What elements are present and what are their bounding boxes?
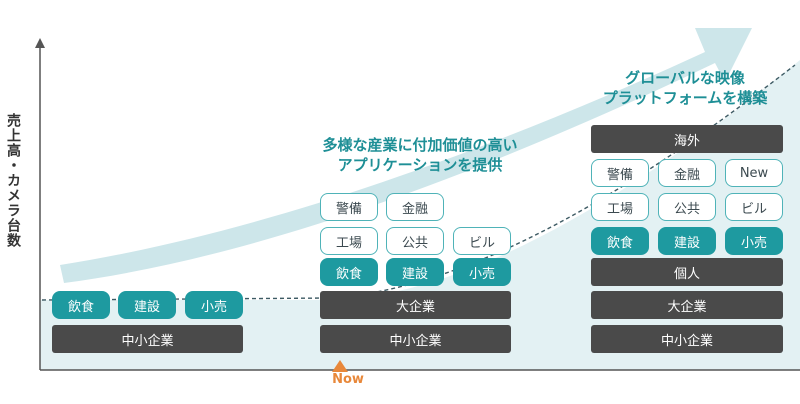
now-marker: [332, 360, 348, 372]
industry-pill: 金融: [658, 159, 716, 187]
segment-bar: 個人: [591, 258, 783, 286]
segment-bar: 大企業: [320, 291, 511, 319]
growth-arrow: [60, 28, 752, 283]
industry-pill: 建設: [658, 227, 716, 255]
industry-pill: 警備: [591, 159, 649, 187]
industry-pill: 金融: [386, 193, 444, 221]
middle-heading-line-1: 多様な産業に付加価値の高い: [322, 136, 518, 154]
segment-bar: 中小企業: [52, 325, 243, 353]
industry-pill: 飲食: [320, 258, 378, 286]
industry-pill: 建設: [118, 291, 176, 319]
industry-pill: 建設: [386, 258, 444, 286]
segment-bar: 中小企業: [591, 325, 783, 353]
now-label: Now: [332, 372, 364, 387]
industry-pill: 警備: [320, 193, 378, 221]
industry-pill: 飲食: [52, 291, 110, 319]
industry-pill: 小売: [185, 291, 243, 319]
y-axis-label: 売上高・カメラ台数: [5, 112, 21, 248]
right-heading: グローバルな映像 プラットフォームを構築: [575, 68, 795, 108]
industry-pill: 小売: [725, 227, 783, 255]
industry-pill: New: [725, 159, 783, 187]
middle-heading: 多様な産業に付加価値の高い アプリケーションを提供: [290, 135, 550, 175]
y-axis-arrowhead: [35, 38, 45, 48]
industry-pill: ビル: [725, 193, 783, 221]
industry-pill: 工場: [320, 227, 378, 255]
industry-pill: 工場: [591, 193, 649, 221]
industry-pill: 小売: [453, 258, 511, 286]
right-heading-line-2: プラットフォームを構築: [602, 89, 768, 107]
industry-pill: 公共: [658, 193, 716, 221]
segment-bar: 大企業: [591, 291, 783, 319]
industry-pill: ビル: [453, 227, 511, 255]
industry-pill: 公共: [386, 227, 444, 255]
middle-heading-line-2: アプリケーションを提供: [337, 156, 503, 174]
right-heading-line-1: グローバルな映像: [625, 69, 745, 87]
industry-pill: 飲食: [591, 227, 649, 255]
segment-bar: 中小企業: [320, 325, 511, 353]
segment-bar: 海外: [591, 125, 783, 153]
